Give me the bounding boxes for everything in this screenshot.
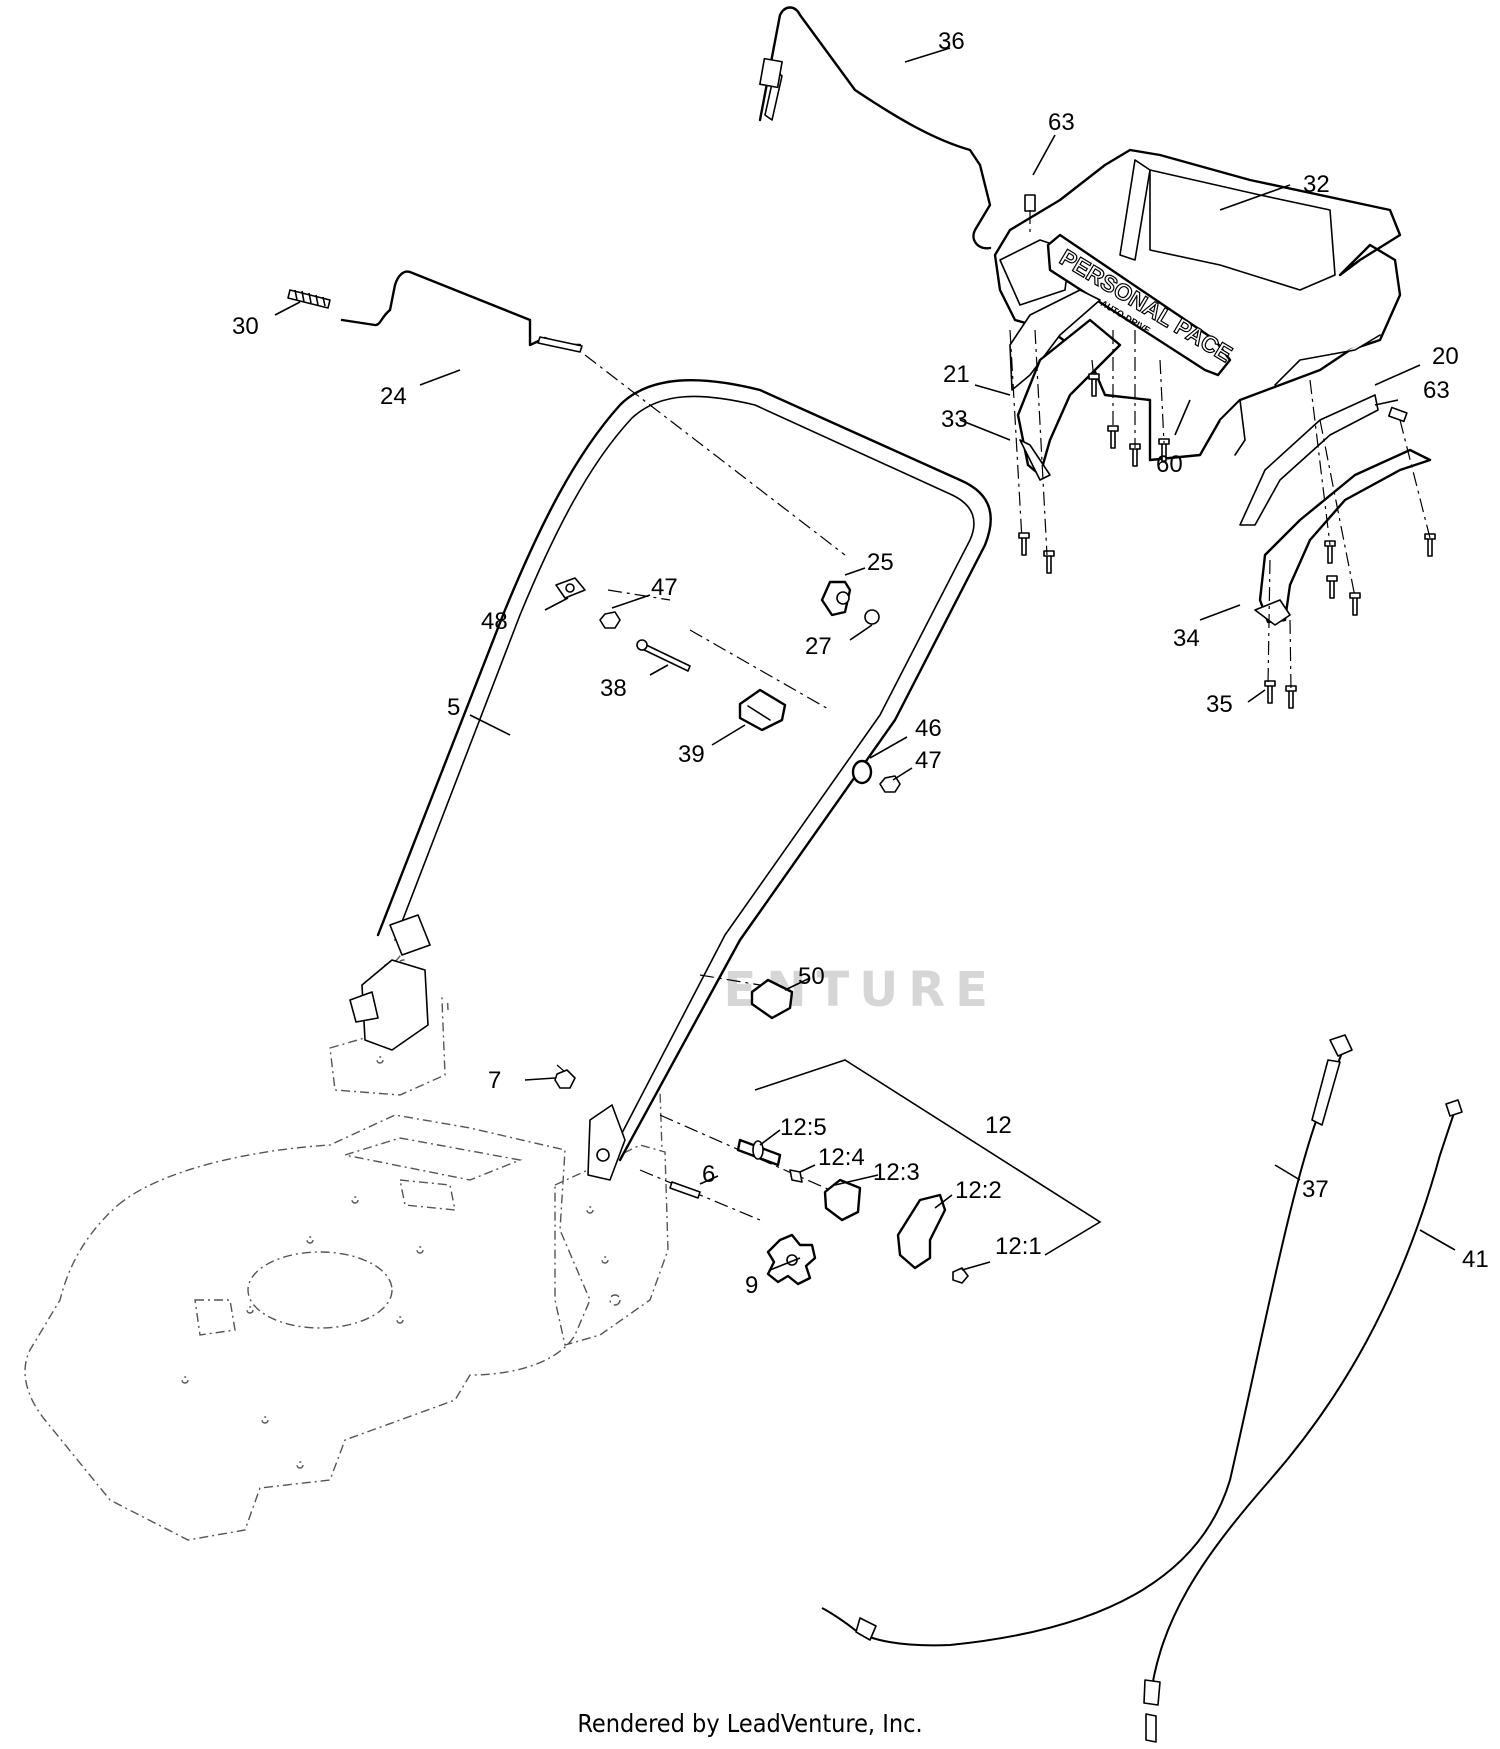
- callout-12-3: 12:3: [873, 1159, 920, 1186]
- drive-rod: [340, 270, 583, 353]
- callout-36: 36: [938, 28, 965, 55]
- nut-47-lower: [879, 775, 901, 793]
- washer-27: [864, 609, 880, 625]
- callout-12-5: 12:5: [780, 1114, 827, 1141]
- callout-38: 38: [600, 675, 627, 702]
- pin-63-upper: [1024, 194, 1036, 212]
- leader-lines: [274, 47, 1456, 1271]
- deck-holes: [181, 1056, 621, 1469]
- callout-46: 46: [915, 715, 942, 742]
- knob-9: [766, 1233, 817, 1286]
- callout-34: 34: [1173, 625, 1200, 652]
- callout-63-top: 63: [1048, 109, 1075, 136]
- callout-12-4: 12:4: [818, 1144, 865, 1171]
- screw-icon: [1285, 685, 1297, 709]
- callout-32: 32: [1303, 171, 1330, 198]
- callout-20: 20: [1432, 343, 1459, 370]
- drive-cable-37: [821, 1034, 1353, 1647]
- screw-icon: [1107, 425, 1119, 449]
- callout-60: 60: [1156, 451, 1183, 478]
- cam-12-3: [823, 1178, 862, 1222]
- callout-33: 33: [941, 406, 968, 433]
- bail-rod: [758, 6, 992, 250]
- clip-50: [750, 978, 794, 1020]
- callout-39: 39: [678, 741, 705, 768]
- callout-25: 25: [867, 549, 894, 576]
- callout-30: 30: [232, 313, 259, 340]
- pin-6: [669, 1181, 701, 1199]
- screw-icon: [1043, 550, 1055, 574]
- callout-5: 5: [447, 694, 460, 721]
- callout-63-right: 63: [1423, 377, 1450, 404]
- callout-35: 35: [1206, 691, 1233, 718]
- handle-clamp-left: [349, 914, 431, 1051]
- pin-63-right: [1387, 406, 1408, 423]
- callout-12-2: 12:2: [955, 1177, 1002, 1204]
- handle-clamp-right: [587, 1104, 626, 1181]
- console-axis-lines: [1009, 210, 1431, 691]
- callout-24: 24: [380, 383, 407, 410]
- callout-37: 37: [1302, 1176, 1329, 1203]
- spring-12-4: [789, 1169, 803, 1183]
- callout-labels: 36 63 32 30 24 21 20 63 33 60 25 47 48 2…: [232, 28, 1489, 1299]
- cable-mount-39: [738, 688, 787, 732]
- callout-48: 48: [481, 608, 508, 635]
- bolt-38: [636, 639, 691, 672]
- cap-12-1: [952, 1267, 969, 1284]
- callout-47-lower: 47: [915, 747, 942, 774]
- callout-47-upper: 47: [651, 574, 678, 601]
- callout-6: 6: [702, 1161, 715, 1188]
- callout-12-1: 12:1: [995, 1233, 1042, 1260]
- console-assembly: PERSONAL PACE AUTO-DRIVE: [993, 148, 1432, 626]
- screw-icon: [1326, 575, 1338, 599]
- spacer-46: [851, 759, 873, 785]
- handle-hardware: [555, 577, 901, 1020]
- callout-41: 41: [1462, 1246, 1489, 1273]
- callout-12: 12: [985, 1112, 1012, 1139]
- lever-12-2: [896, 1193, 947, 1270]
- callout-50: 50: [798, 963, 825, 990]
- screw-icon: [1349, 592, 1361, 616]
- screw-icon: [1018, 532, 1030, 556]
- callout-9: 9: [745, 1272, 758, 1299]
- callout-21: 21: [943, 361, 970, 388]
- brake-cable-41: [1143, 1099, 1463, 1743]
- screw-icon: [1088, 373, 1100, 397]
- footer-credit: Rendered by LeadVenture, Inc.: [577, 1709, 922, 1738]
- group-12-bracket: [754, 1059, 1102, 1256]
- height-adjust-assembly: [554, 1059, 1102, 1286]
- handle-upper-tube: [376, 379, 992, 1162]
- cable-guide-25: [820, 580, 852, 617]
- nut-7: [554, 1069, 576, 1089]
- callout-27: 27: [805, 633, 832, 660]
- screw-icon: [1264, 680, 1276, 704]
- nut-47-upper: [599, 611, 621, 629]
- clip-48: [555, 577, 586, 599]
- spring-icon: [287, 289, 331, 309]
- right-grip-trim: [1239, 394, 1432, 626]
- pin-12-5: [736, 1138, 782, 1167]
- callout-7: 7: [488, 1067, 501, 1094]
